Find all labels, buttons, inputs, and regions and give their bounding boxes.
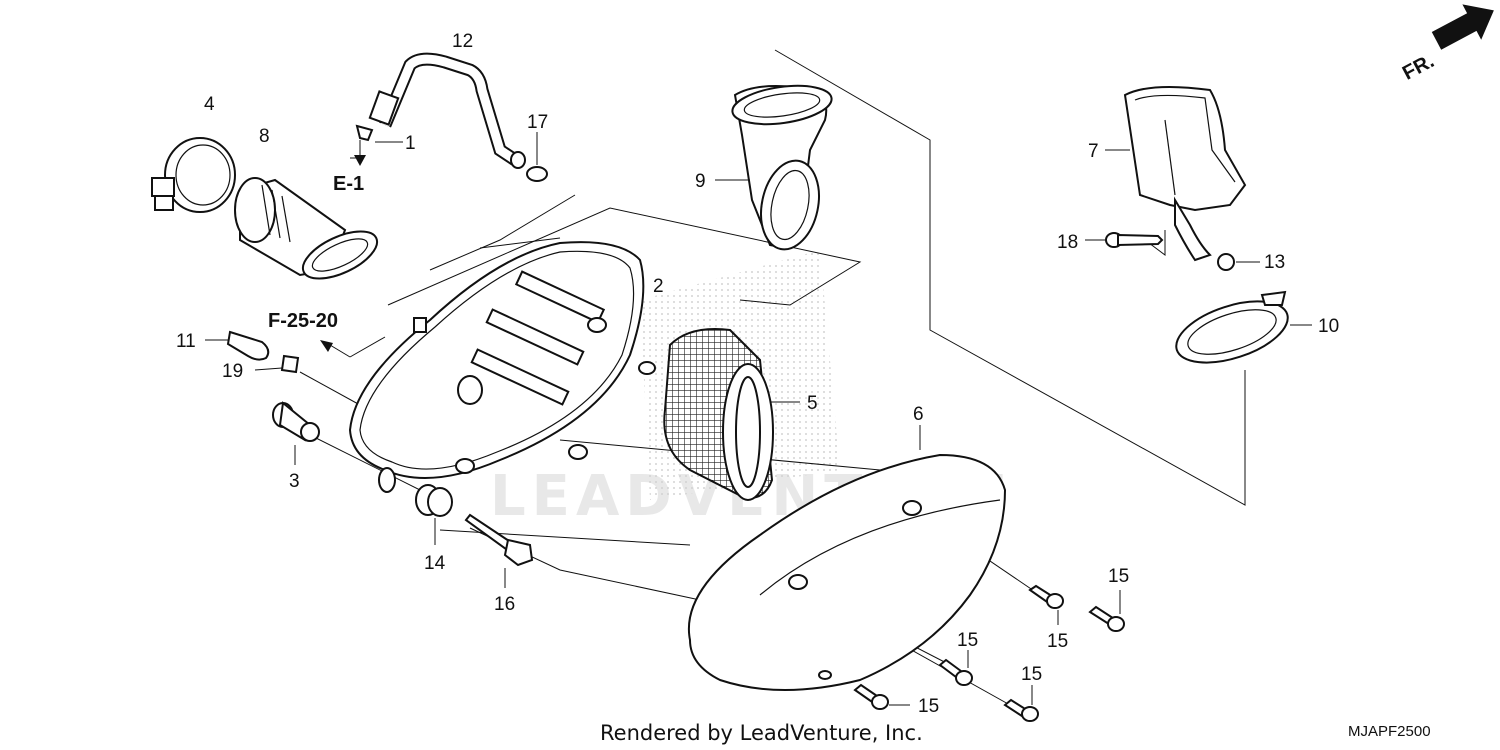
cover-part-6[interactable] — [687, 425, 1007, 691]
label-part-6: 6 — [913, 404, 924, 425]
screw-part-15-b[interactable] — [1088, 590, 1125, 632]
bolt-part-18[interactable] — [1085, 232, 1164, 248]
label-part-12: 12 — [452, 31, 473, 52]
filter-element-part-5[interactable] — [663, 328, 800, 501]
label-part-10: 10 — [1318, 316, 1339, 337]
label-part-2: 2 — [653, 276, 664, 297]
label-part-15-e: 15 — [918, 696, 939, 717]
reference-f2520[interactable]: F-25-20 — [268, 310, 338, 332]
label-part-13: 13 — [1264, 252, 1285, 273]
clip-part-19[interactable] — [254, 354, 300, 374]
hose-clamp-part-17[interactable] — [526, 132, 548, 182]
label-part-8: 8 — [259, 126, 270, 147]
tube-part-11[interactable] — [205, 330, 270, 361]
label-part-14: 14 — [424, 553, 446, 574]
label-part-4: 4 — [204, 94, 215, 115]
footer-credit: Rendered by LeadVenture, Inc. — [600, 721, 923, 745]
clip-part-1[interactable] — [354, 124, 403, 166]
front-direction-arrow — [1431, 4, 1494, 50]
air-cleaner-case-part-2[interactable] — [348, 241, 656, 493]
screw-part-15-d[interactable] — [1003, 685, 1039, 722]
grommet-part-14[interactable] — [415, 484, 453, 545]
breather-tube-part-12[interactable] — [368, 52, 526, 169]
label-part-3: 3 — [289, 471, 300, 492]
front-direction-label: FR. — [1399, 50, 1438, 85]
screw-part-15-c[interactable] — [938, 650, 973, 686]
label-part-7: 7 — [1088, 141, 1099, 162]
label-part-19: 19 — [222, 361, 243, 382]
gasket-part-10[interactable] — [1169, 289, 1312, 374]
label-part-17: 17 — [527, 112, 548, 133]
screw-part-15-a[interactable] — [1028, 584, 1064, 625]
label-part-1: 1 — [405, 133, 416, 154]
label-part-15-b: 15 — [1047, 631, 1068, 652]
diagram-code: MJAPF2500 — [1348, 723, 1431, 740]
label-part-15-c: 15 — [957, 630, 978, 651]
ref-arrow-f2520 — [320, 336, 386, 358]
screw-part-15-e[interactable] — [853, 683, 910, 710]
duct-part-9[interactable] — [715, 80, 834, 255]
label-part-9: 9 — [695, 171, 706, 192]
clamp-part-4[interactable] — [151, 137, 236, 213]
intake-duct-part-7[interactable] — [1105, 85, 1247, 262]
label-part-5: 5 — [807, 393, 818, 414]
grommet-part-3[interactable] — [272, 401, 320, 465]
label-part-15-d: 15 — [1021, 664, 1042, 685]
label-part-15-a: 15 — [1108, 566, 1129, 587]
intake-rubber-part-8[interactable] — [234, 177, 384, 288]
label-part-11: 11 — [176, 331, 196, 352]
bolt-part-16[interactable] — [464, 513, 534, 588]
reference-e1[interactable]: E-1 — [333, 173, 364, 195]
nut-part-13[interactable] — [1217, 253, 1260, 271]
label-part-16: 16 — [494, 594, 515, 615]
label-part-18: 18 — [1057, 232, 1078, 253]
